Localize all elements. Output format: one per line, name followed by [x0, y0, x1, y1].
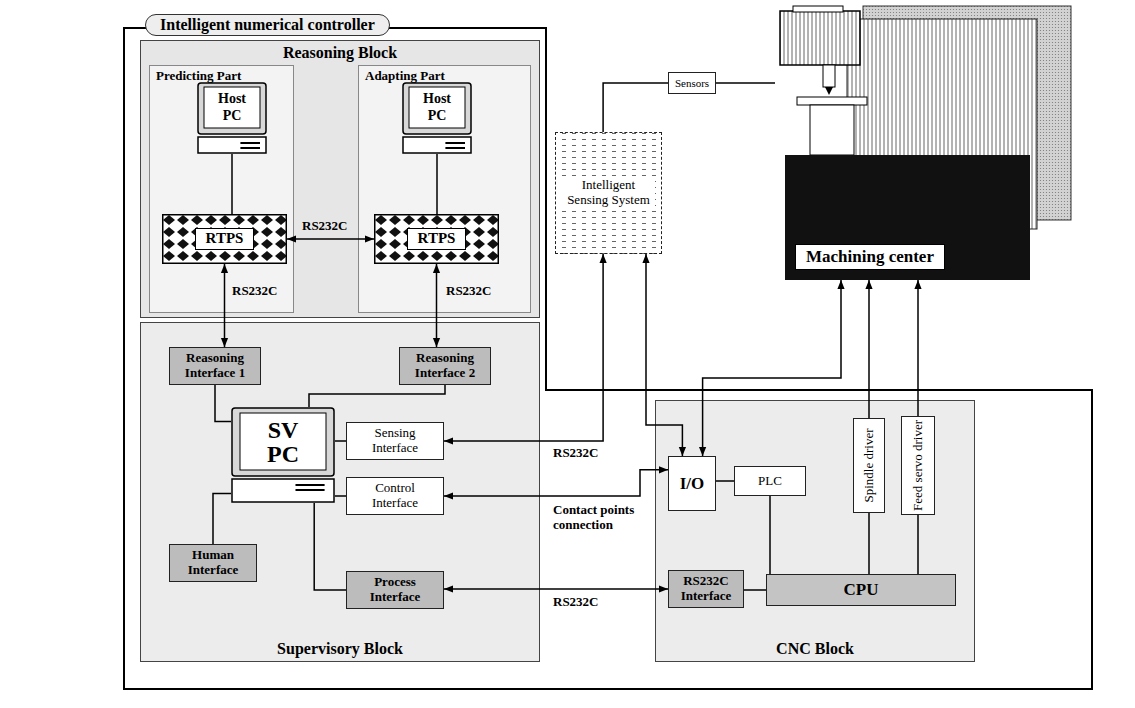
- connector-line: [716, 82, 775, 84]
- node-label: Predicting Part: [156, 69, 241, 84]
- connector-line: [335, 440, 346, 442]
- node-label: Adapting Part: [365, 69, 445, 84]
- driver-box: Spindle driver: [853, 418, 885, 513]
- connector-line: [917, 515, 919, 574]
- connector-arrow: [436, 264, 438, 347]
- connector-line: [213, 493, 231, 544]
- node-label: I/O: [680, 474, 705, 494]
- rtps-board: RTPS: [162, 214, 287, 264]
- node-label: Host PC: [210, 87, 254, 128]
- sv-pc-monitor: SV PC: [231, 407, 335, 503]
- connector-arrow: [287, 238, 374, 240]
- interface-box: Sensing Interface: [346, 422, 444, 460]
- connector-arrow: [224, 264, 226, 347]
- connector-label: RS232C: [553, 446, 599, 461]
- node-label: Supervisory Block: [277, 640, 403, 658]
- node-label: Machining center: [795, 244, 945, 270]
- connector-label: RS232C: [302, 219, 348, 234]
- node-label: Reasoning Block: [283, 44, 397, 62]
- sensing-system: Intelligent Sensing System: [555, 132, 662, 254]
- connector-line: [314, 503, 346, 590]
- connector-arrow: [868, 280, 870, 418]
- connector-arrow: [646, 254, 682, 456]
- node-label: Reasoning Interface 1: [174, 351, 256, 381]
- node-label: Process Interface: [351, 575, 439, 605]
- connector-line: [769, 496, 771, 574]
- connector-arrow: [444, 588, 668, 590]
- part-panel: Predicting PartHost PC RTPS: [149, 65, 294, 313]
- io-box: I/O: [668, 456, 716, 511]
- node-label: Reasoning Interface 2: [404, 351, 486, 381]
- connector-arrow: [444, 470, 668, 496]
- connector-line: [716, 480, 734, 482]
- node-label: Intelligent numerical controller: [145, 14, 390, 36]
- rtps-board: RTPS: [374, 214, 499, 264]
- node-label: Intelligent Sensing System: [562, 177, 655, 209]
- node-label: SV PC: [258, 413, 308, 470]
- interface-box: Process Interface: [346, 571, 444, 609]
- node-label: Sensing Interface: [351, 426, 439, 456]
- connector-label: Contact points connection: [553, 503, 653, 533]
- connector-label: RS232C: [553, 595, 599, 610]
- interface-box: Human Interface: [169, 544, 257, 582]
- node-label: Spindle driver: [862, 428, 877, 502]
- node-label: Host PC: [415, 87, 459, 128]
- connector-line: [744, 589, 766, 591]
- connector-line: [231, 154, 233, 214]
- node-label: RS232C Interface: [673, 574, 739, 604]
- connector-label: RS232C: [232, 284, 278, 299]
- node-label: CNC Block: [776, 640, 854, 658]
- connector-line: [603, 83, 668, 132]
- connector-line: [868, 513, 870, 574]
- cpu-box: CPU: [766, 574, 956, 606]
- connector-label: RS232C: [446, 284, 492, 299]
- host-pc-monitor: Host PC: [197, 82, 267, 154]
- node-label: Feed servo driver: [911, 420, 926, 511]
- block-panel: Reasoning BlockPredicting PartHost PC RTP…: [140, 40, 540, 318]
- connector-line: [436, 154, 438, 214]
- connector-arrow: [703, 280, 841, 456]
- node-label: PLC: [758, 474, 782, 489]
- machining-center-drawing: [775, 5, 1075, 280]
- interface-box: PLC: [734, 466, 806, 496]
- connector-line: [309, 385, 445, 407]
- interface-box: RS232C Interface: [668, 570, 744, 608]
- driver-box: Feed servo driver: [901, 416, 935, 515]
- connector-arrow: [444, 254, 603, 441]
- node-label: Control Interface: [351, 481, 439, 511]
- interface-box: Reasoning Interface 1: [169, 347, 261, 385]
- block-panel: Supervisory Block Reasoning Interface 1 Re…: [140, 322, 540, 662]
- connector-arrow: [917, 280, 919, 416]
- sensor-box: Sensors: [668, 72, 716, 94]
- host-pc-monitor: Host PC: [402, 82, 472, 154]
- machining-center: Machining center: [775, 5, 1075, 280]
- connector-line: [335, 495, 346, 497]
- node-label: RTPS: [195, 228, 255, 249]
- node-label: RTPS: [407, 228, 467, 249]
- node-label: CPU: [844, 580, 879, 600]
- part-panel: Adapting PartHost PC RTPS: [358, 65, 531, 313]
- node-label: Sensors: [675, 77, 709, 90]
- interface-box: Control Interface: [346, 477, 444, 515]
- connector-line: [215, 385, 231, 422]
- interface-box: Reasoning Interface 2: [399, 347, 491, 385]
- node-label: Human Interface: [174, 548, 252, 578]
